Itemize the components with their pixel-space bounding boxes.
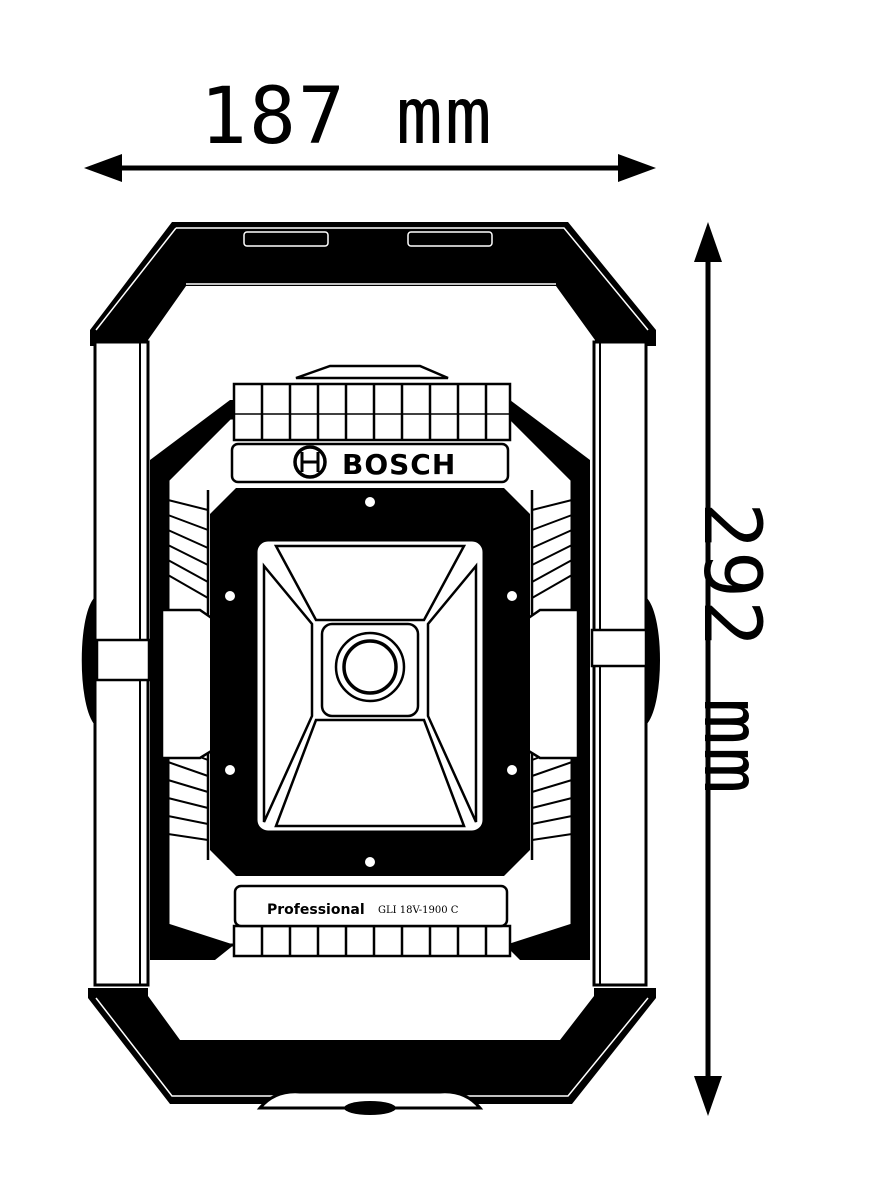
bottom-cooling-fins <box>232 924 512 958</box>
series-label: Professional <box>267 902 365 918</box>
bottom-frame-base <box>88 988 656 1115</box>
model-label: GLI 18V-1900 C <box>378 905 459 916</box>
model-plate <box>233 884 509 928</box>
left-frame-leg <box>81 340 151 987</box>
bezel-screws <box>223 495 519 869</box>
top-cooling-fins <box>232 364 512 442</box>
right-frame-leg <box>590 340 660 987</box>
height-dimension-label: 292 mm <box>686 502 776 796</box>
bosch-armature-logo-icon <box>293 445 327 479</box>
brand-name: BOSCH <box>342 448 457 481</box>
width-dimension-label: 187 mm <box>200 72 494 162</box>
led-lens <box>254 538 486 834</box>
height-dimension-arrow <box>694 222 722 1116</box>
top-frame-handle <box>90 222 656 346</box>
width-dimension-arrow <box>84 154 656 182</box>
